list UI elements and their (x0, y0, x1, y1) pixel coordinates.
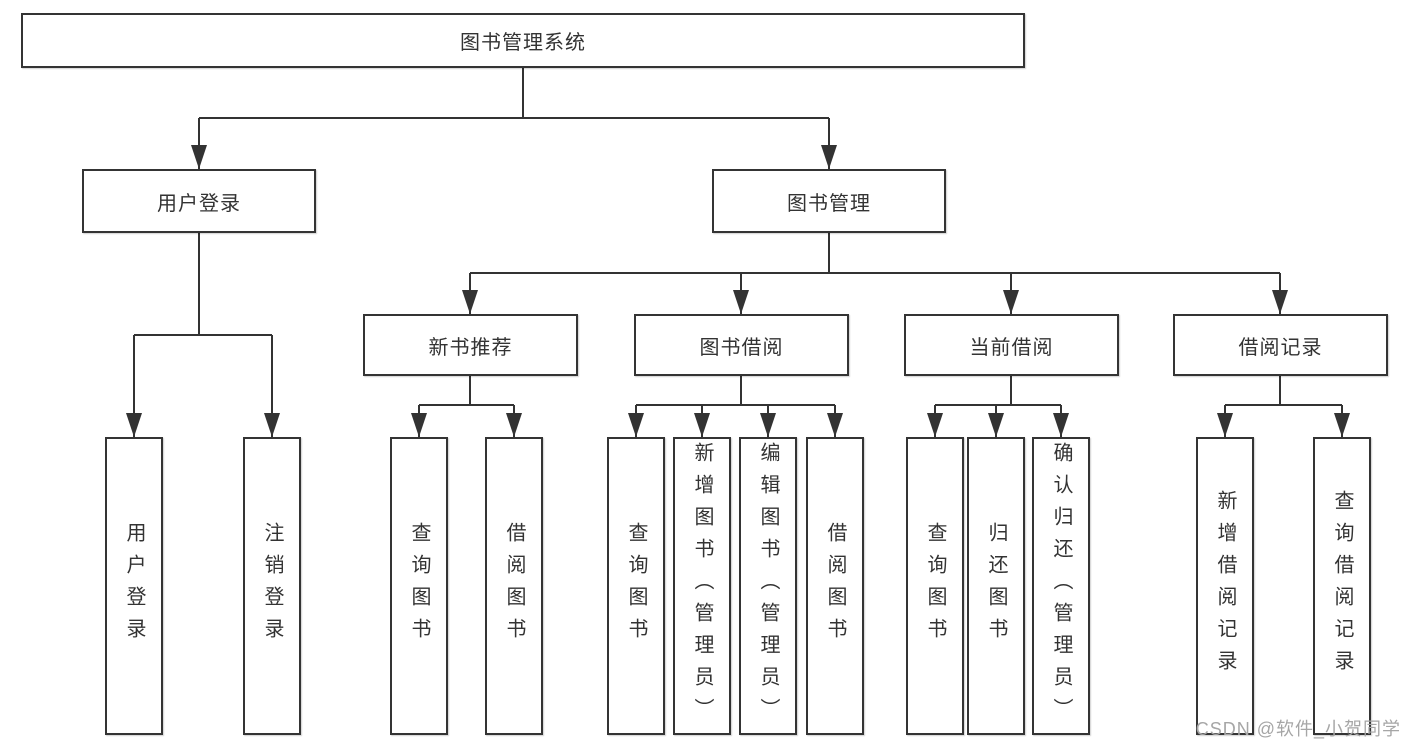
node-label: 图书借阅 (699, 336, 784, 359)
node-library-management-system: 图书管理系统 (21, 13, 1025, 68)
node-label: 编辑图书（管理员） (757, 442, 779, 730)
node-book-management: 图书管理 (712, 169, 946, 233)
node-label: 查询图书 (625, 522, 647, 650)
node-label: 新书推荐 (428, 336, 513, 359)
node-label: 当前借阅 (969, 336, 1054, 359)
node-label: 图书管理系统 (460, 32, 586, 54)
node-confirm-return-admin: 确认归还（管理员） (1032, 437, 1090, 735)
node-borrowing-records: 借阅记录 (1173, 314, 1388, 376)
node-label: 借阅图书 (824, 522, 846, 650)
node-edit-book-admin: 编辑图书（管理员） (739, 437, 797, 735)
node-current-borrowing: 当前借阅 (904, 314, 1119, 376)
node-query-books-current: 查询图书 (906, 437, 964, 735)
node-label: 查询图书 (408, 522, 430, 650)
node-label: 归还图书 (985, 522, 1007, 650)
node-label: 用户登录 (123, 522, 145, 650)
node-label: 用户登录 (157, 192, 241, 215)
node-add-borrow-record: 新增借阅记录 (1196, 437, 1254, 735)
node-query-borrow-record: 查询借阅记录 (1313, 437, 1371, 735)
node-book-borrowing: 图书借阅 (634, 314, 849, 376)
node-add-book-admin: 新增图书（管理员） (673, 437, 731, 735)
node-label: 新增借阅记录 (1214, 490, 1236, 682)
node-label: 查询图书 (924, 522, 946, 650)
node-label: 图书管理 (787, 192, 871, 215)
node-user-login-leaf: 用户登录 (105, 437, 163, 735)
node-label: 查询借阅记录 (1331, 490, 1353, 682)
node-return-books: 归还图书 (967, 437, 1025, 735)
node-label: 借阅图书 (503, 522, 525, 650)
node-label: 确认归还（管理员） (1050, 442, 1072, 730)
node-user-login: 用户登录 (82, 169, 316, 233)
node-borrow-books-recommend: 借阅图书 (485, 437, 543, 735)
node-query-books-borrowing: 查询图书 (607, 437, 665, 735)
node-new-book-recommendation: 新书推荐 (363, 314, 578, 376)
node-label: 注销登录 (261, 522, 283, 650)
node-borrow-books-leaf: 借阅图书 (806, 437, 864, 735)
node-label: 新增图书（管理员） (691, 442, 713, 730)
watermark: CSDN @软件_小贺同学 (1195, 719, 1401, 739)
node-label: 借阅记录 (1238, 336, 1323, 359)
node-query-books-recommend: 查询图书 (390, 437, 448, 735)
node-logout: 注销登录 (243, 437, 301, 735)
